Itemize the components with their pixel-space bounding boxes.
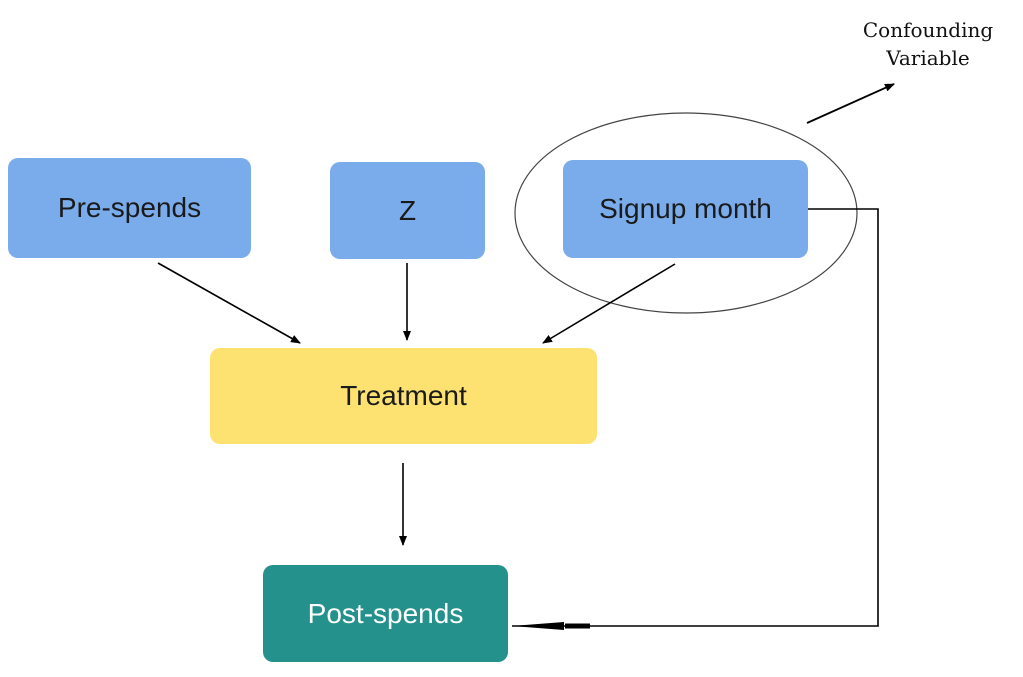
edge-signup-month-to-treatment xyxy=(542,263,676,344)
node-z-label: Z xyxy=(398,194,417,226)
edge-signup-month-to-post-spends xyxy=(512,208,879,630)
node-post-spends: Post-spends xyxy=(263,565,508,662)
edge-pre-spends-to-treatment xyxy=(157,262,301,344)
node-z: Z xyxy=(330,162,485,259)
annotation-pointer-arrow xyxy=(806,83,895,124)
annotation-line-1: Confounding xyxy=(862,18,994,42)
node-signup-month: Signup month xyxy=(563,160,808,258)
node-signup-month-label: Signup month xyxy=(599,193,772,224)
node-treatment: Treatment xyxy=(210,348,597,444)
annotation-line-2: Variable xyxy=(886,46,970,70)
confounder-highlight-ellipse xyxy=(514,112,858,314)
confounding-variable-annotation: Confounding Variable xyxy=(838,16,1018,72)
node-pre-spends-label: Pre-spends xyxy=(57,192,202,223)
node-treatment-label: Treatment xyxy=(340,380,467,411)
node-post-spends-label: Post-spends xyxy=(307,597,464,629)
node-pre-spends: Pre-spends xyxy=(8,158,251,258)
